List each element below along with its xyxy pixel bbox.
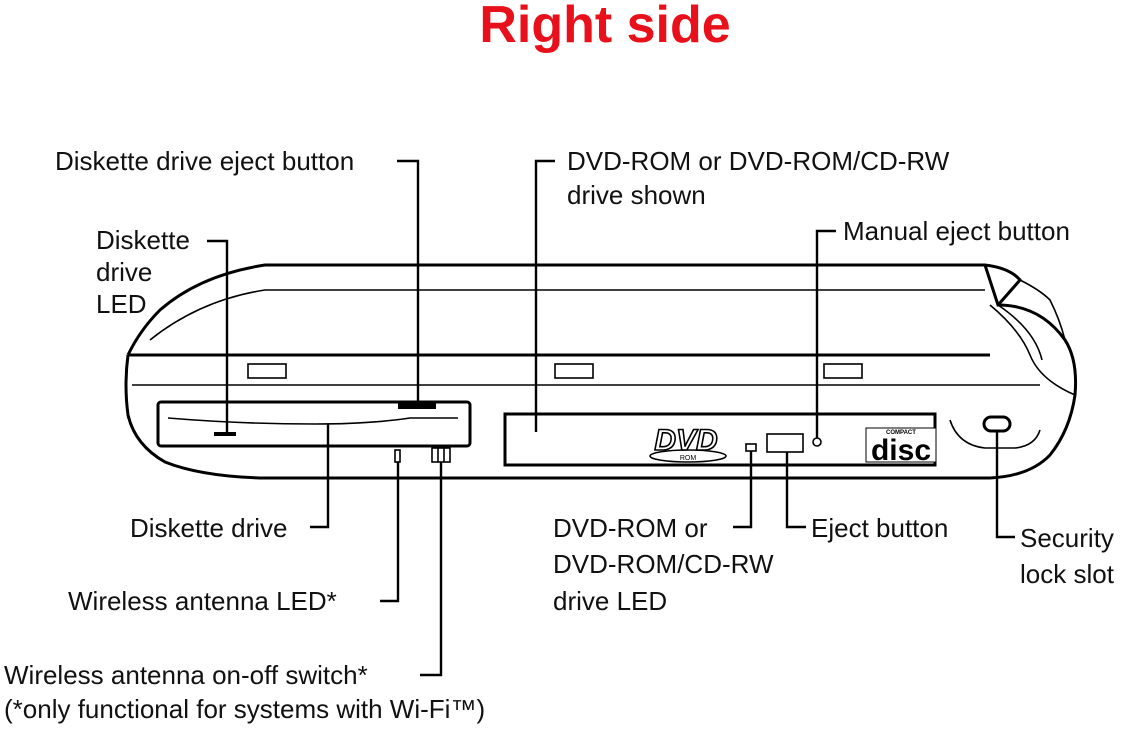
wireless-antenna-switch[interactable]: [431, 447, 451, 463]
lid-latch-left: [247, 363, 287, 379]
label-manual-eject: Manual eject button: [843, 216, 1070, 246]
dvd-logo-icon: DVD ROM: [649, 423, 727, 463]
dvd-logo-sub: ROM: [680, 455, 697, 462]
lid-inner-edge: [149, 289, 985, 341]
lock-slot-recess: [949, 419, 1041, 449]
leader-diskette-eject: [397, 159, 420, 404]
page-title: Right side: [479, 0, 730, 54]
leader-eject-button: [785, 452, 806, 529]
lid-latch-center: [554, 363, 594, 379]
label-diskette-eject: Diskette drive eject button: [55, 146, 354, 176]
leader-wireless-led: [380, 462, 400, 603]
label-diskette-led-3: LED: [96, 289, 147, 319]
lid-latch-right: [823, 363, 863, 379]
leader-diskette-led: [207, 239, 229, 432]
diskette-slot: [167, 417, 458, 425]
compact-disc-logo-top: COMPACT: [886, 430, 916, 436]
diskette-led: [214, 432, 236, 436]
leader-wireless-switch: [420, 462, 443, 677]
hinge-inner: [997, 304, 1043, 361]
label-dvd-drive-2: drive shown: [567, 180, 706, 210]
label-wireless-switch-1: Wireless antenna on-off switch*: [4, 660, 368, 690]
diskette-eject-button[interactable]: [398, 402, 436, 409]
label-eject-button: Eject button: [811, 513, 948, 543]
leader-dvd-drive: [534, 159, 555, 432]
compact-disc-logo-text: disc: [871, 434, 931, 467]
wireless-antenna-led: [394, 449, 401, 463]
leader-manual-eject: [815, 229, 836, 438]
switch-ridges: [437, 448, 445, 462]
compact-disc-logo-icon: COMPACT disc: [865, 427, 937, 467]
manual-eject-hole[interactable]: [812, 437, 822, 447]
lock-slot-icon[interactable]: [982, 415, 1012, 433]
label-wireless-led: Wireless antenna LED*: [68, 586, 337, 616]
label-dvd-led-1: DVD-ROM or: [553, 513, 708, 543]
leader-diskette-drive: [310, 424, 330, 529]
label-dvd-led-2: DVD-ROM/CD-RW: [553, 549, 774, 579]
leader-dvd-led: [733, 451, 753, 529]
label-diskette-drive: Diskette drive: [130, 513, 288, 543]
dvd-logo-text: DVD: [654, 424, 717, 457]
laptop-right-side: DVD ROM COMPACT disc: [124, 263, 1077, 480]
label-diskette-led-2: drive: [96, 257, 152, 287]
label-dvd-led-3: drive LED: [553, 586, 667, 616]
diskette-drive-bay: [156, 400, 472, 448]
label-dvd-drive-1: DVD-ROM or DVD-ROM/CD-RW: [567, 146, 950, 176]
callout-labels: Diskette drive eject button Diskette dri…: [4, 146, 1115, 724]
label-wireless-switch-2: (*only functional for systems with Wi-Fi…: [4, 694, 485, 724]
leader-lines: [207, 159, 1015, 677]
label-security-2: lock slot: [1020, 559, 1115, 589]
dvd-drive-led: [745, 443, 757, 452]
hinge-back: [1019, 279, 1066, 341]
label-diskette-led-1: Diskette: [96, 225, 190, 255]
dvd-logo-disc: [649, 449, 727, 463]
leader-security-slot: [995, 431, 1015, 539]
laptop-lid: [126, 263, 1022, 356]
label-security-1: Security: [1020, 523, 1114, 553]
hinge-curve: [989, 304, 1076, 396]
dvd-eject-button[interactable]: [766, 433, 804, 453]
compact-disc-logo-frame: [865, 427, 937, 463]
